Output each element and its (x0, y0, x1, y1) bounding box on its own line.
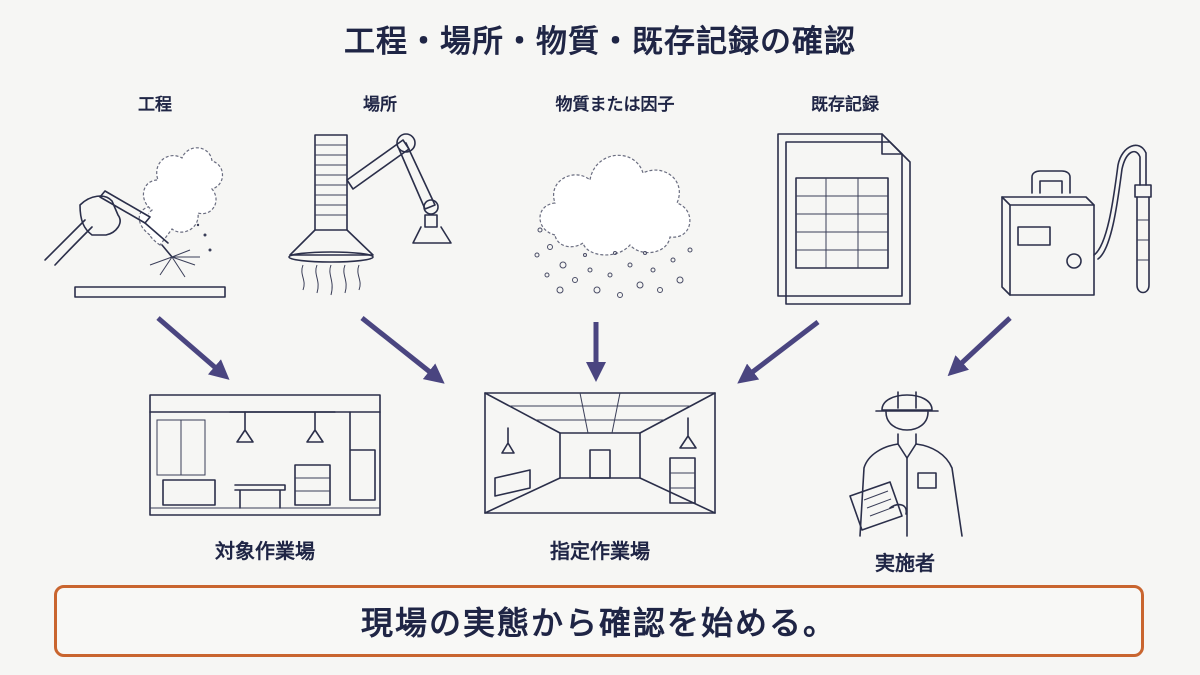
designated-workplace-illustration (484, 392, 716, 514)
label-records: 既存記録 (811, 95, 879, 115)
summary-banner-text: 現場の実態から確認を始める。 (360, 604, 837, 642)
arrow-location-to-designated (360, 316, 445, 384)
worker-icon (849, 391, 963, 537)
fume-extractor-icon (288, 133, 452, 296)
page-title: 工程・場所・物質・既存記録の確認 (344, 24, 856, 60)
label-substance: 物質または因子 (555, 95, 675, 115)
target-workplace-illustration (149, 394, 381, 516)
document-table-icon (777, 133, 911, 305)
summary-banner: 現場の実態から確認を始める。 (54, 585, 1144, 657)
arrow-process-to-target (156, 316, 230, 380)
sampling-pump-icon (1001, 144, 1152, 296)
label-process: 工程 (138, 95, 172, 115)
label-designated-workplace: 指定作業場 (550, 539, 650, 563)
label-implementer: 実施者 (875, 551, 935, 575)
label-target-workplace: 対象作業場 (215, 539, 315, 563)
arrow-records-to-designated (737, 320, 820, 384)
arrow-pump-to-implementer (947, 316, 1012, 377)
particle-cloud-icon (534, 154, 693, 298)
welding-torch-icon (44, 147, 226, 298)
label-location: 場所 (363, 95, 397, 115)
